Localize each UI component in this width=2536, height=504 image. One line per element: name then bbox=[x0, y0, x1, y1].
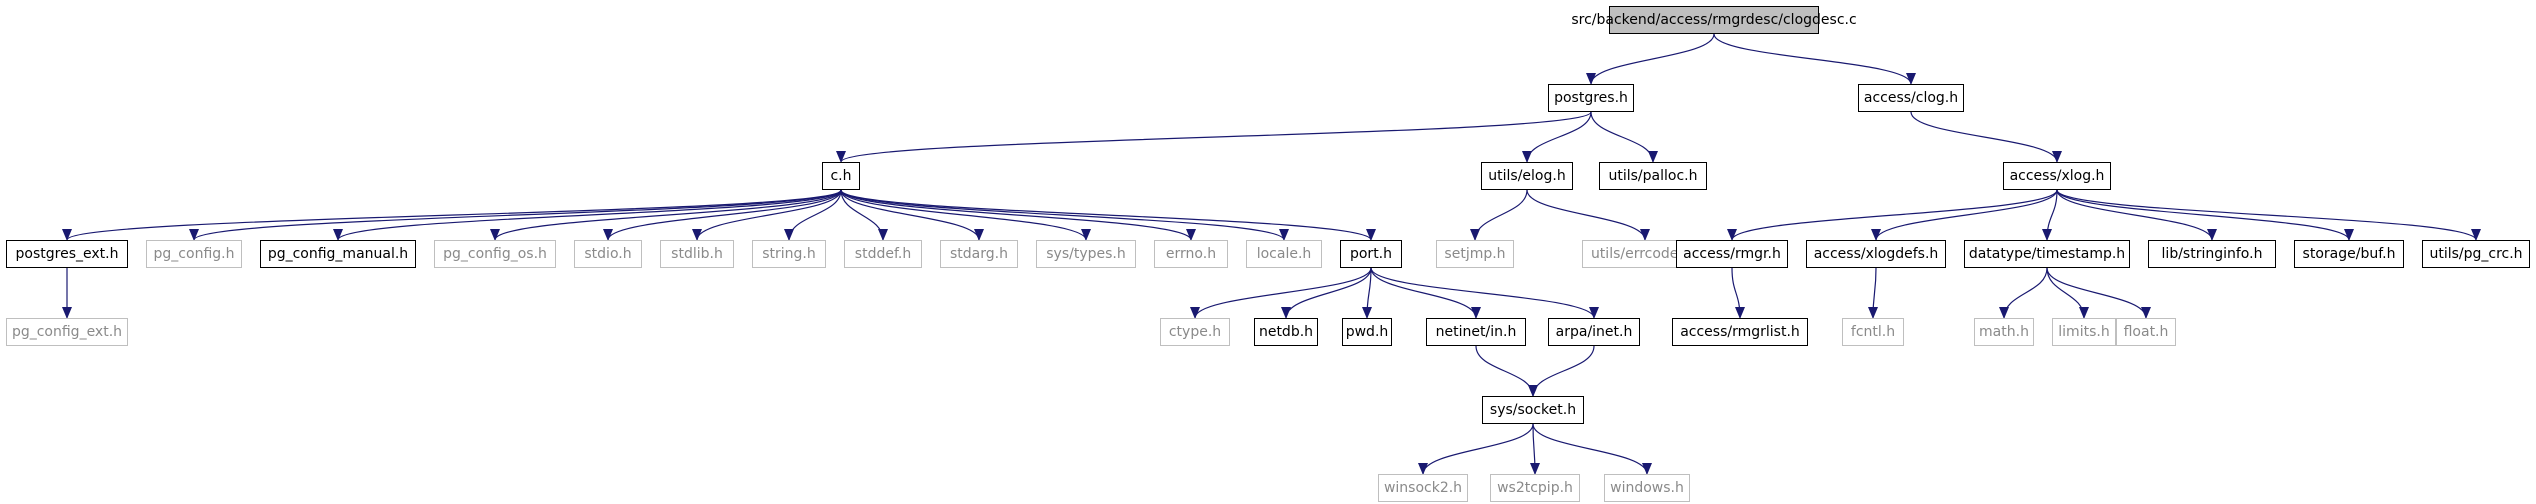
node-postgres-h[interactable]: postgres.h bbox=[1548, 84, 1634, 112]
edge-c-h-to-pg-config-manual-h bbox=[333, 189, 842, 241]
edge-access-xlog-h-to-datatype-timestamp-h bbox=[2042, 189, 2058, 241]
node-stdio-h: stdio.h bbox=[574, 240, 642, 268]
node-postgres-ext-h[interactable]: postgres_ext.h bbox=[6, 240, 128, 268]
edge-access-xlogdefs-h-to-fcntl-h bbox=[1868, 267, 1879, 319]
edge-c-h-to-postgres-ext-h bbox=[62, 189, 842, 241]
edge-arpa-inet-h-to-sys-socket-h bbox=[1528, 345, 1595, 397]
edge-netinet-in-h-to-sys-socket-h bbox=[1475, 345, 1538, 397]
edge-sys-socket-h-to-windows-h bbox=[1532, 423, 1652, 475]
node-ws2tcpip-h: ws2tcpip.h bbox=[1490, 474, 1580, 502]
node-string-h: string.h bbox=[752, 240, 826, 268]
node-access-clog-h[interactable]: access/clog.h bbox=[1858, 84, 1964, 112]
edge-port-h-to-arpa-inet-h bbox=[1370, 267, 1599, 319]
edge-datatype-timestamp-h-to-math-h bbox=[1999, 267, 2048, 319]
edge-sys-socket-h-to-ws2tcpip-h bbox=[1529, 423, 1540, 475]
node-pg-config-h: pg_config.h bbox=[146, 240, 242, 268]
node-errno-h: errno.h bbox=[1154, 240, 1228, 268]
edge-utils-elog-h-to-utils-errcodes-h bbox=[1526, 189, 1650, 241]
node-windows-h: windows.h bbox=[1604, 474, 1690, 502]
edge-root-to-postgres-h bbox=[1586, 33, 1715, 85]
edge-c-h-to-string-h bbox=[784, 189, 842, 241]
edge-c-h-to-stdlib-h bbox=[692, 189, 842, 241]
node-access-rmgr-h[interactable]: access/rmgr.h bbox=[1676, 240, 1788, 268]
node-port-h[interactable]: port.h bbox=[1340, 240, 1402, 268]
edge-c-h-to-stddef-h bbox=[840, 189, 888, 241]
node-netinet-in-h[interactable]: netinet/in.h bbox=[1426, 318, 1526, 346]
edge-c-h-to-pg-config-os-h bbox=[490, 189, 842, 241]
node-pg-config-manual-h[interactable]: pg_config_manual.h bbox=[260, 240, 416, 268]
edge-utils-elog-h-to-setjmp-h bbox=[1470, 189, 1528, 241]
edge-c-h-to-pg-config-h bbox=[189, 189, 842, 241]
node-storage-buf-h[interactable]: storage/buf.h bbox=[2294, 240, 2404, 268]
node-access-rmgrlist-h[interactable]: access/rmgrlist.h bbox=[1672, 318, 1808, 346]
edge-port-h-to-netinet-in-h bbox=[1370, 267, 1481, 319]
edge-postgres-h-to-c-h bbox=[836, 111, 1592, 163]
node-float-h: float.h bbox=[2116, 318, 2176, 346]
edge-c-h-to-stdio-h bbox=[603, 189, 842, 241]
edge-c-h-to-port-h bbox=[840, 189, 1376, 241]
node-utils-elog-h[interactable]: utils/elog.h bbox=[1481, 162, 1573, 190]
edge-access-xlog-h-to-access-rmgr-h bbox=[1727, 189, 2058, 241]
node-access-xlog-h[interactable]: access/xlog.h bbox=[2003, 162, 2111, 190]
node-stddef-h: stddef.h bbox=[844, 240, 922, 268]
edge-sys-socket-h-to-winsock2-h bbox=[1418, 423, 1534, 475]
node-lib-stringinfo-h[interactable]: lib/stringinfo.h bbox=[2148, 240, 2276, 268]
edge-access-xlog-h-to-lib-stringinfo-h bbox=[2056, 189, 2217, 241]
node-sys-socket-h[interactable]: sys/socket.h bbox=[1482, 396, 1584, 424]
node-root[interactable]: src/backend/access/rmgrdesc/clogdesc.c bbox=[1571, 6, 1857, 34]
edge-postgres-h-to-utils-palloc-h bbox=[1590, 111, 1658, 163]
node-utils-errcodes-h: utils/errcodes.h bbox=[1582, 240, 1708, 268]
node-c-h[interactable]: c.h bbox=[822, 162, 860, 190]
node-datatype-timestamp-h[interactable]: datatype/timestamp.h bbox=[1964, 240, 2130, 268]
edge-c-h-to-sys-types-h bbox=[840, 189, 1091, 241]
edge-port-h-to-pwd-h bbox=[1362, 267, 1373, 319]
edge-c-h-to-locale-h bbox=[840, 189, 1289, 241]
node-utils-pg-crc-h[interactable]: utils/pg_crc.h bbox=[2422, 240, 2530, 268]
node-stdlib-h: stdlib.h bbox=[660, 240, 734, 268]
edge-c-h-to-stdarg-h bbox=[840, 189, 984, 241]
edge-datatype-timestamp-h-to-limits-h bbox=[2046, 267, 2089, 319]
node-netdb-h[interactable]: netdb.h bbox=[1254, 318, 1318, 346]
edge-datatype-timestamp-h-to-float-h bbox=[2046, 267, 2151, 319]
node-stdarg-h: stdarg.h bbox=[940, 240, 1018, 268]
node-math-h: math.h bbox=[1974, 318, 2034, 346]
edge-port-h-to-ctype-h bbox=[1190, 267, 1372, 319]
node-access-xlogdefs-h[interactable]: access/xlogdefs.h bbox=[1806, 240, 1946, 268]
edge-access-xlog-h-to-access-xlogdefs-h bbox=[1871, 189, 2058, 241]
node-arpa-inet-h[interactable]: arpa/inet.h bbox=[1548, 318, 1640, 346]
edge-access-clog-h-to-access-xlog-h bbox=[1910, 111, 2062, 163]
node-sys-types-h: sys/types.h bbox=[1036, 240, 1136, 268]
node-utils-palloc-h[interactable]: utils/palloc.h bbox=[1599, 162, 1707, 190]
edge-postgres-h-to-utils-elog-h bbox=[1522, 111, 1592, 163]
edge-root-to-access-clog-h bbox=[1713, 33, 1916, 85]
node-locale-h: locale.h bbox=[1246, 240, 1322, 268]
node-pg-config-ext-h: pg_config_ext.h bbox=[6, 318, 128, 346]
node-setjmp-h: setjmp.h bbox=[1436, 240, 1514, 268]
node-fcntl-h: fcntl.h bbox=[1842, 318, 1904, 346]
edge-access-xlog-h-to-utils-pg-crc-h bbox=[2056, 189, 2481, 241]
node-pwd-h[interactable]: pwd.h bbox=[1342, 318, 1392, 346]
node-ctype-h: ctype.h bbox=[1160, 318, 1230, 346]
edge-access-xlog-h-to-storage-buf-h bbox=[2056, 189, 2354, 241]
node-pg-config-os-h: pg_config_os.h bbox=[434, 240, 556, 268]
edge-c-h-to-errno-h bbox=[840, 189, 1196, 241]
edge-access-rmgr-h-to-access-rmgrlist-h bbox=[1731, 267, 1745, 319]
edge-port-h-to-netdb-h bbox=[1281, 267, 1372, 319]
node-winsock2-h: winsock2.h bbox=[1378, 474, 1468, 502]
node-limits-h: limits.h bbox=[2052, 318, 2116, 346]
